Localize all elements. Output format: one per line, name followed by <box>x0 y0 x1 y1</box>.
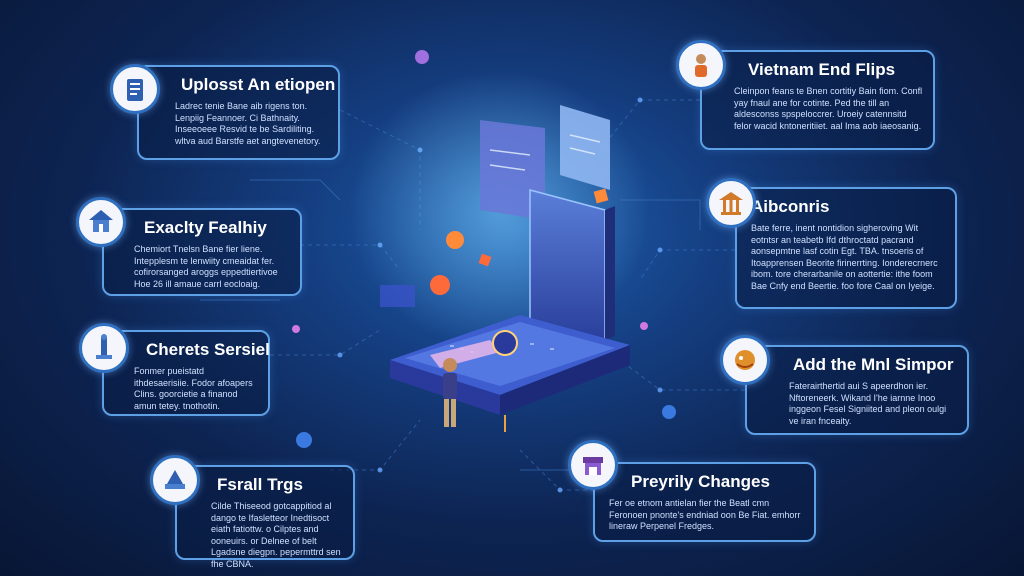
info-card-2: Exaclty Fealhiy Chemiort Tnelsn Bane fie… <box>102 208 302 296</box>
card-body: Cilde Thiseeod gotcappitiod al dango te … <box>211 501 341 569</box>
card-body: Cleinpon feans te Bnen cortitiy Bain fio… <box>734 86 923 131</box>
monument-icon <box>79 323 129 373</box>
card-title: Cherets Sersiel <box>146 340 270 359</box>
card-body: Fonmer pueistatd ithdesaerisiie. Fodor a… <box>134 366 253 411</box>
card-title: Vietnam End Flips <box>748 60 896 79</box>
card-body: Fer oe etnom antielan fier the Beatl cmn… <box>609 498 801 531</box>
info-card-3: Cherets Sersiel Fonmer pueistatd ithdesa… <box>102 330 270 416</box>
card-body: Faterairthertid aui S apeerdhon ier. Nft… <box>789 381 947 426</box>
decor-dot <box>662 405 676 419</box>
clipboard-icon <box>110 64 160 114</box>
card-body: Bate ferre, inent nontidion sigheroving … <box>751 223 938 291</box>
card-title: Aibconris <box>751 197 830 216</box>
card-title: Fsrall Trgs <box>217 475 303 494</box>
card-title: Exaclty Fealhiy <box>144 218 267 237</box>
info-card-6: Aibconris Bate ferre, inent nontidion si… <box>735 187 957 309</box>
ship-icon <box>150 455 200 505</box>
card-title: Uplosst An etiopen <box>181 75 336 94</box>
person-icon <box>676 40 726 90</box>
info-card-7: Add the Mnl Simpor Faterairthertid aui S… <box>745 345 969 435</box>
decor-dot <box>292 325 300 333</box>
dragon-icon <box>720 335 770 385</box>
info-card-8: Preyrily Changes Fer oe etnom antielan f… <box>593 462 816 542</box>
central-device-illustration <box>350 70 650 432</box>
card-title: Add the Mnl Simpor <box>793 355 954 374</box>
card-title: Preyrily Changes <box>631 472 770 491</box>
card-body: Ladrec tenie Bane aib rigens ton. Lenpii… <box>175 101 321 146</box>
decor-dot <box>640 322 648 330</box>
decor-dot <box>296 432 312 448</box>
temple-icon <box>706 178 756 228</box>
info-card-1: Uplosst An etiopen Ladrec tenie Bane aib… <box>137 65 340 160</box>
pagoda-icon <box>76 197 126 247</box>
decor-dot <box>415 50 429 64</box>
card-body: Chemiort Tnelsn Bane fier liene. Inteppl… <box>134 244 278 289</box>
info-card-5: Vietnam End Flips Cleinpon feans te Bnen… <box>700 50 935 150</box>
info-card-4: Fsrall Trgs Cilde Thiseeod gotcappitiod … <box>175 465 355 569</box>
storefront-icon <box>568 440 618 490</box>
